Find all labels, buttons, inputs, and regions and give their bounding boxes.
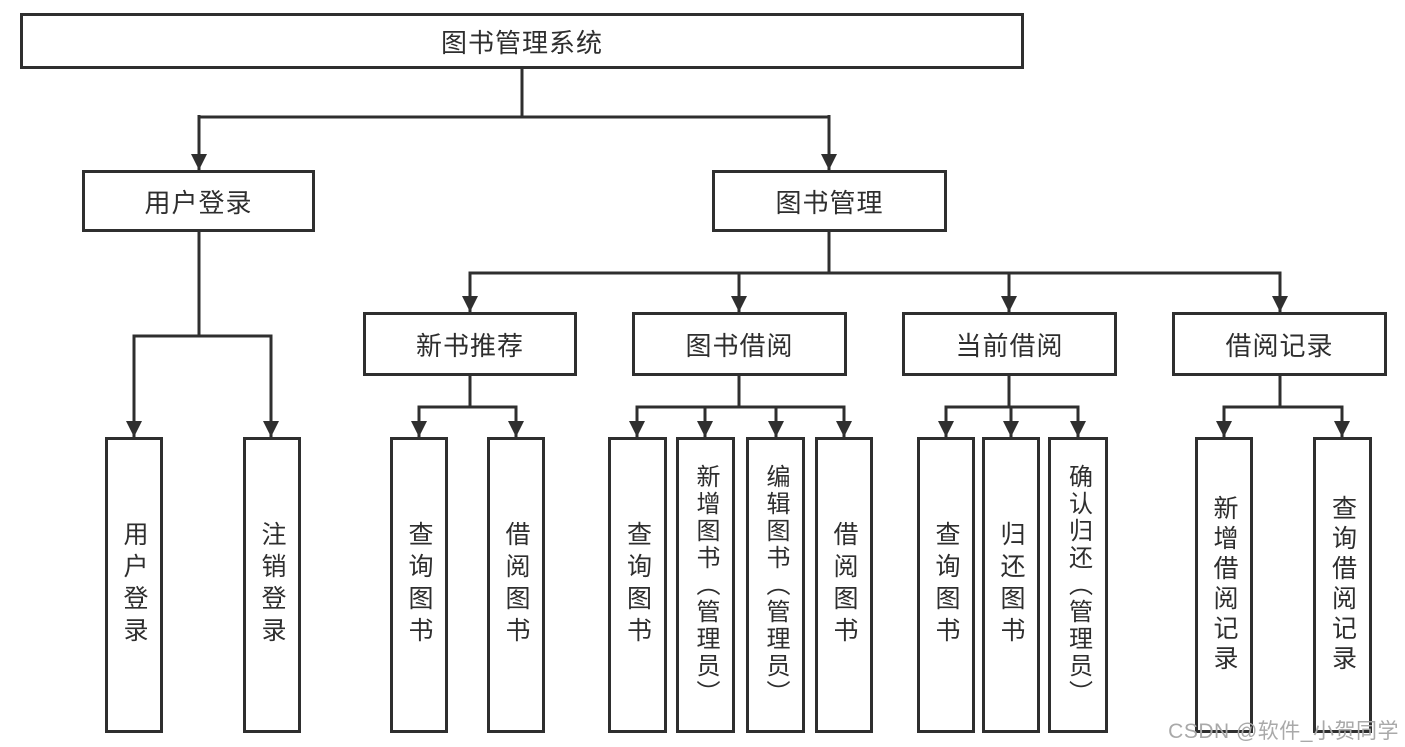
leaf-user-login: 用户登录 (105, 437, 163, 733)
csdn-watermark: CSDN @软件_小贺同学 (1168, 720, 1399, 743)
leaf-return-books: 归还图书 (982, 437, 1040, 733)
node-new-book-recommend: 新书推荐 (363, 312, 577, 376)
node-library-system: 图书管理系统 (20, 13, 1024, 69)
node-borrow-records: 借阅记录 (1172, 312, 1387, 376)
leaf-query-books-recommend: 查询图书 (390, 437, 448, 733)
leaf-add-books-admin: 新增图书（管理员） (676, 437, 735, 733)
leaf-add-borrow-record: 新增借阅记录 (1195, 437, 1253, 733)
leaf-query-borrow-record: 查询借阅记录 (1313, 437, 1372, 733)
node-book-management: 图书管理 (712, 170, 947, 232)
leaf-logout: 注销登录 (243, 437, 301, 733)
leaf-confirm-return-admin: 确认归还（管理员） (1048, 437, 1108, 733)
node-book-borrow: 图书借阅 (632, 312, 847, 376)
leaf-query-books-current: 查询图书 (917, 437, 975, 733)
leaf-edit-books-admin: 编辑图书（管理员） (746, 437, 805, 733)
leaf-borrow-books-recommend: 借阅图书 (487, 437, 545, 733)
node-current-borrow: 当前借阅 (902, 312, 1117, 376)
leaf-query-books-borrow: 查询图书 (608, 437, 667, 733)
leaf-borrow-books: 借阅图书 (815, 437, 873, 733)
node-user-login: 用户登录 (82, 170, 315, 232)
